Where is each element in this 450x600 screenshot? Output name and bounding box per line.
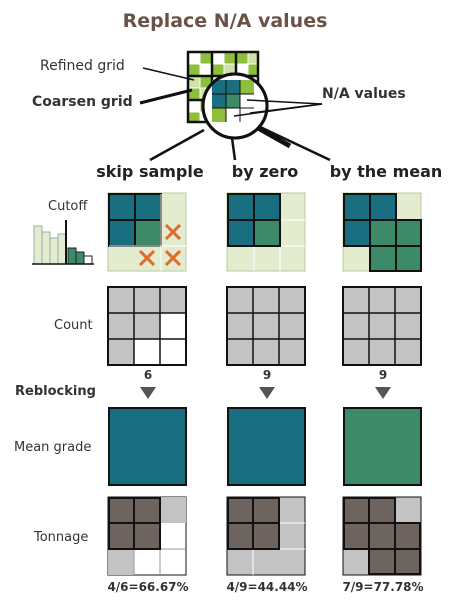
mean-grade-by-the-mean bbox=[343, 407, 422, 486]
tonnage-grid-skip-sample bbox=[107, 496, 187, 576]
page-title: Replace N/A values bbox=[122, 10, 328, 32]
column-header-by-the-mean: by the mean bbox=[329, 162, 443, 181]
refined-grid-diagram bbox=[139, 50, 331, 162]
cross-icon bbox=[138, 223, 182, 267]
cutoff-grid-skip-sample bbox=[107, 192, 187, 272]
na-values-label: N/A values bbox=[322, 86, 406, 102]
row-label-mean-grade: Mean grade bbox=[14, 440, 92, 455]
arrow-down-icon bbox=[140, 387, 156, 399]
mean-grade-skip-sample bbox=[108, 407, 187, 486]
coarsen-grid-label: Coarsen grid bbox=[32, 94, 133, 110]
count-grid-skip-sample bbox=[107, 286, 187, 366]
tonnage-ratio-by-the-mean: 7/9=77.78% bbox=[342, 580, 424, 594]
column-header-skip-sample: skip sample bbox=[96, 162, 204, 181]
coarsen-grid-pointer bbox=[139, 88, 193, 105]
count-value-by-the-mean: 9 bbox=[378, 368, 388, 382]
column-header-by-zero: by zero bbox=[231, 162, 299, 181]
count-value-by-zero: 9 bbox=[262, 368, 272, 382]
count-value-skip-sample: 6 bbox=[143, 368, 153, 382]
refined-grid-label: Refined grid bbox=[40, 58, 125, 74]
tonnage-ratio-by-zero: 4/9=44.44% bbox=[226, 580, 308, 594]
count-grid-by-zero bbox=[226, 286, 306, 366]
tonnage-ratio-skip-sample: 4/6=66.67% bbox=[107, 580, 189, 594]
arrow-down-icon bbox=[375, 387, 391, 399]
cutoff-grid-by-zero bbox=[226, 192, 306, 272]
tonnage-grid-by-zero bbox=[226, 496, 306, 576]
row-label-tonnage: Tonnage bbox=[34, 530, 89, 545]
count-grid-by-the-mean bbox=[342, 286, 422, 366]
row-label-reblocking: Reblocking bbox=[15, 384, 96, 399]
tonnage-grid-by-the-mean bbox=[342, 496, 422, 576]
row-label-count: Count bbox=[54, 318, 93, 333]
column-connectors bbox=[149, 124, 331, 162]
magnifier-icon bbox=[201, 72, 292, 149]
refined-grid-pointer bbox=[142, 67, 195, 81]
cutoff-grid-by-the-mean bbox=[342, 192, 422, 272]
row-label-cutoff: Cutoff bbox=[48, 199, 88, 214]
na-values-pointer bbox=[233, 99, 323, 117]
histogram-icon bbox=[32, 220, 94, 265]
mean-grade-by-zero bbox=[227, 407, 306, 486]
arrow-down-icon bbox=[259, 387, 275, 399]
